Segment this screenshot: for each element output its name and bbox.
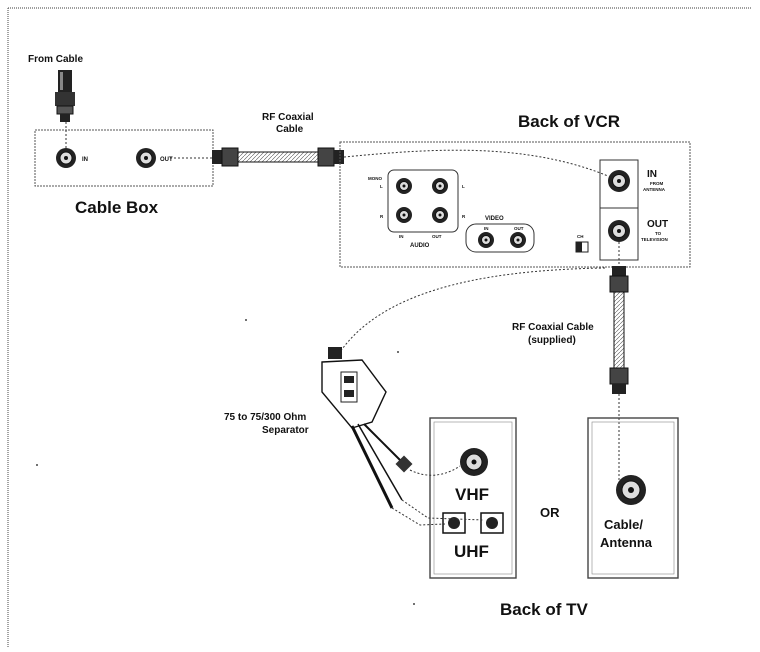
ohm-separator: 75 to 75/300 Ohm Separator [224,347,413,509]
vcr-antenna-in-jack [608,170,630,192]
channel-switch [575,241,589,253]
uhf-terminals [442,512,504,534]
vcr-antenna-out-jack [608,220,630,242]
tv-plate-cable-antenna: Cable/ Antenna [587,417,679,579]
rf-coax-cable-top: RF Coaxial Cable [212,112,344,167]
antenna-out-sub1: TO [655,231,662,236]
video-out-label: OUT [514,226,524,231]
tv-title: Back of TV [500,600,589,619]
rf-cable-top-line1: RF Coaxial [262,112,314,123]
tv-cable-antenna-jack [616,475,646,505]
audio-out-label: OUT [432,234,442,239]
audio-l-label-left: L [380,184,383,189]
rf-cable-supplied-line2: (supplied) [528,335,576,346]
separator-line2: Separator [262,425,309,436]
antenna-in-sub2: ANTENNA [643,187,666,192]
vhf-jack [460,448,488,476]
audio-in-label: IN [399,234,404,239]
or-label: OR [540,505,560,520]
uhf-label: UHF [454,542,489,561]
vcr-back-panel: Back of VCR MONO L R L R IN OUT AUDIO VI… [339,112,691,268]
video-in-jack [478,232,494,248]
rf-cable-top-line2: Cable [276,124,304,135]
rf-cable-supplied-line1: RF Coaxial Cable [512,322,594,333]
cable-box-in-jack [56,148,76,168]
incoming-cable: From Cable [28,54,83,148]
audio-in-r-jack [396,207,412,223]
cable-box: IN OUT Cable Box [34,129,214,217]
audio-r-label-left: R [380,214,384,219]
video-out-jack [510,232,526,248]
audio-out-r-jack [432,207,448,223]
antenna-in-sub1: FROM [650,181,663,186]
separator-line1: 75 to 75/300 Ohm [224,412,306,423]
video-label: VIDEO [485,216,504,222]
vcr-title: Back of VCR [518,112,620,131]
audio-l-label-right: L [462,184,465,189]
ch-switch-label: CH [577,234,584,239]
audio-label: AUDIO [410,243,430,249]
cable-antenna-line1: Cable/ [604,517,643,532]
cable-box-title: Cable Box [75,198,159,217]
rf-coax-cable-supplied: RF Coaxial Cable (supplied) [512,242,629,486]
video-in-label: IN [484,226,489,231]
cable-box-out-jack [136,148,156,168]
cable-box-in-label: IN [82,157,88,163]
antenna-out-label: OUT [647,219,668,230]
audio-out-l-jack [432,178,448,194]
vhf-label: VHF [455,485,489,504]
cable-antenna-line2: Antenna [600,535,653,550]
antenna-out-sub2: TELEVISION [641,237,668,242]
antenna-in-label: IN [647,169,657,180]
cable-box-out-label: OUT [160,157,173,163]
mono-label: MONO [368,176,382,181]
tv-plate-vhf-uhf: VHF UHF [391,417,517,579]
audio-in-l-jack [396,178,412,194]
audio-r-label-right: R [462,214,466,219]
from-cable-label: From Cable [28,54,83,65]
